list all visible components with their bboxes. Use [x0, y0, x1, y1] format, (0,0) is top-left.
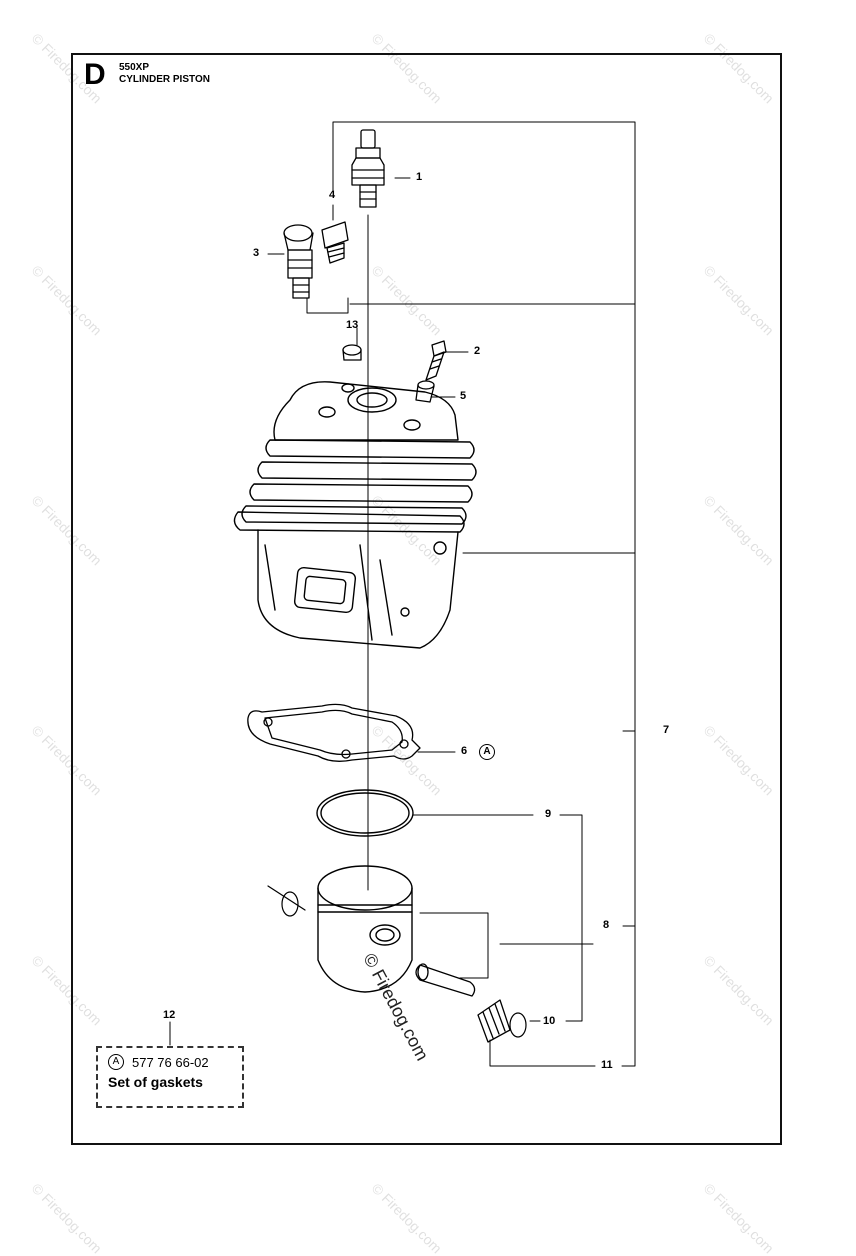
exploded-parts-diagram — [169, 121, 636, 1067]
callout-5: 5 — [460, 390, 467, 402]
callout-3: 3 — [253, 247, 260, 259]
piston-ring — [316, 789, 414, 837]
callout-12: 12 — [163, 1009, 176, 1021]
callout-13: 13 — [346, 319, 359, 331]
model-name: 550XP — [119, 62, 150, 73]
marker-a: A — [479, 744, 495, 760]
kit-box: A 577 76 66-02 Set of gaskets — [96, 1046, 244, 1108]
kit-part-line: A 577 76 66-02 — [108, 1054, 232, 1070]
needle-bearing — [477, 999, 511, 1043]
base-gasket — [247, 703, 421, 762]
piston — [317, 865, 413, 993]
spark-plug — [351, 129, 385, 208]
kit-part-number: 577 76 66-02 — [132, 1054, 209, 1070]
callout-10: 10 — [543, 1015, 556, 1027]
piston-pin — [415, 963, 476, 997]
decompression-plug — [321, 221, 349, 264]
callout-9: 9 — [545, 808, 552, 820]
callout-6: 6 — [461, 745, 468, 757]
diagram-frame — [71, 53, 782, 1145]
kit-marker: A — [108, 1054, 124, 1070]
page-title: CYLINDER PISTON — [119, 74, 210, 85]
callout-1: 1 — [416, 171, 423, 183]
circlip — [267, 885, 527, 1038]
callout-7: 7 — [663, 724, 670, 736]
callout-4: 4 — [329, 189, 336, 201]
decompression-valve — [283, 224, 314, 299]
cylinder — [233, 381, 477, 649]
leader-lines — [169, 121, 636, 1067]
section-letter: D — [84, 58, 106, 91]
washer — [342, 344, 362, 361]
bolt — [425, 340, 447, 381]
callout-8: 8 — [603, 919, 610, 931]
callout-2: 2 — [474, 345, 481, 357]
callout-11: 11 — [601, 1059, 613, 1071]
kit-label: Set of gaskets — [108, 1074, 203, 1090]
